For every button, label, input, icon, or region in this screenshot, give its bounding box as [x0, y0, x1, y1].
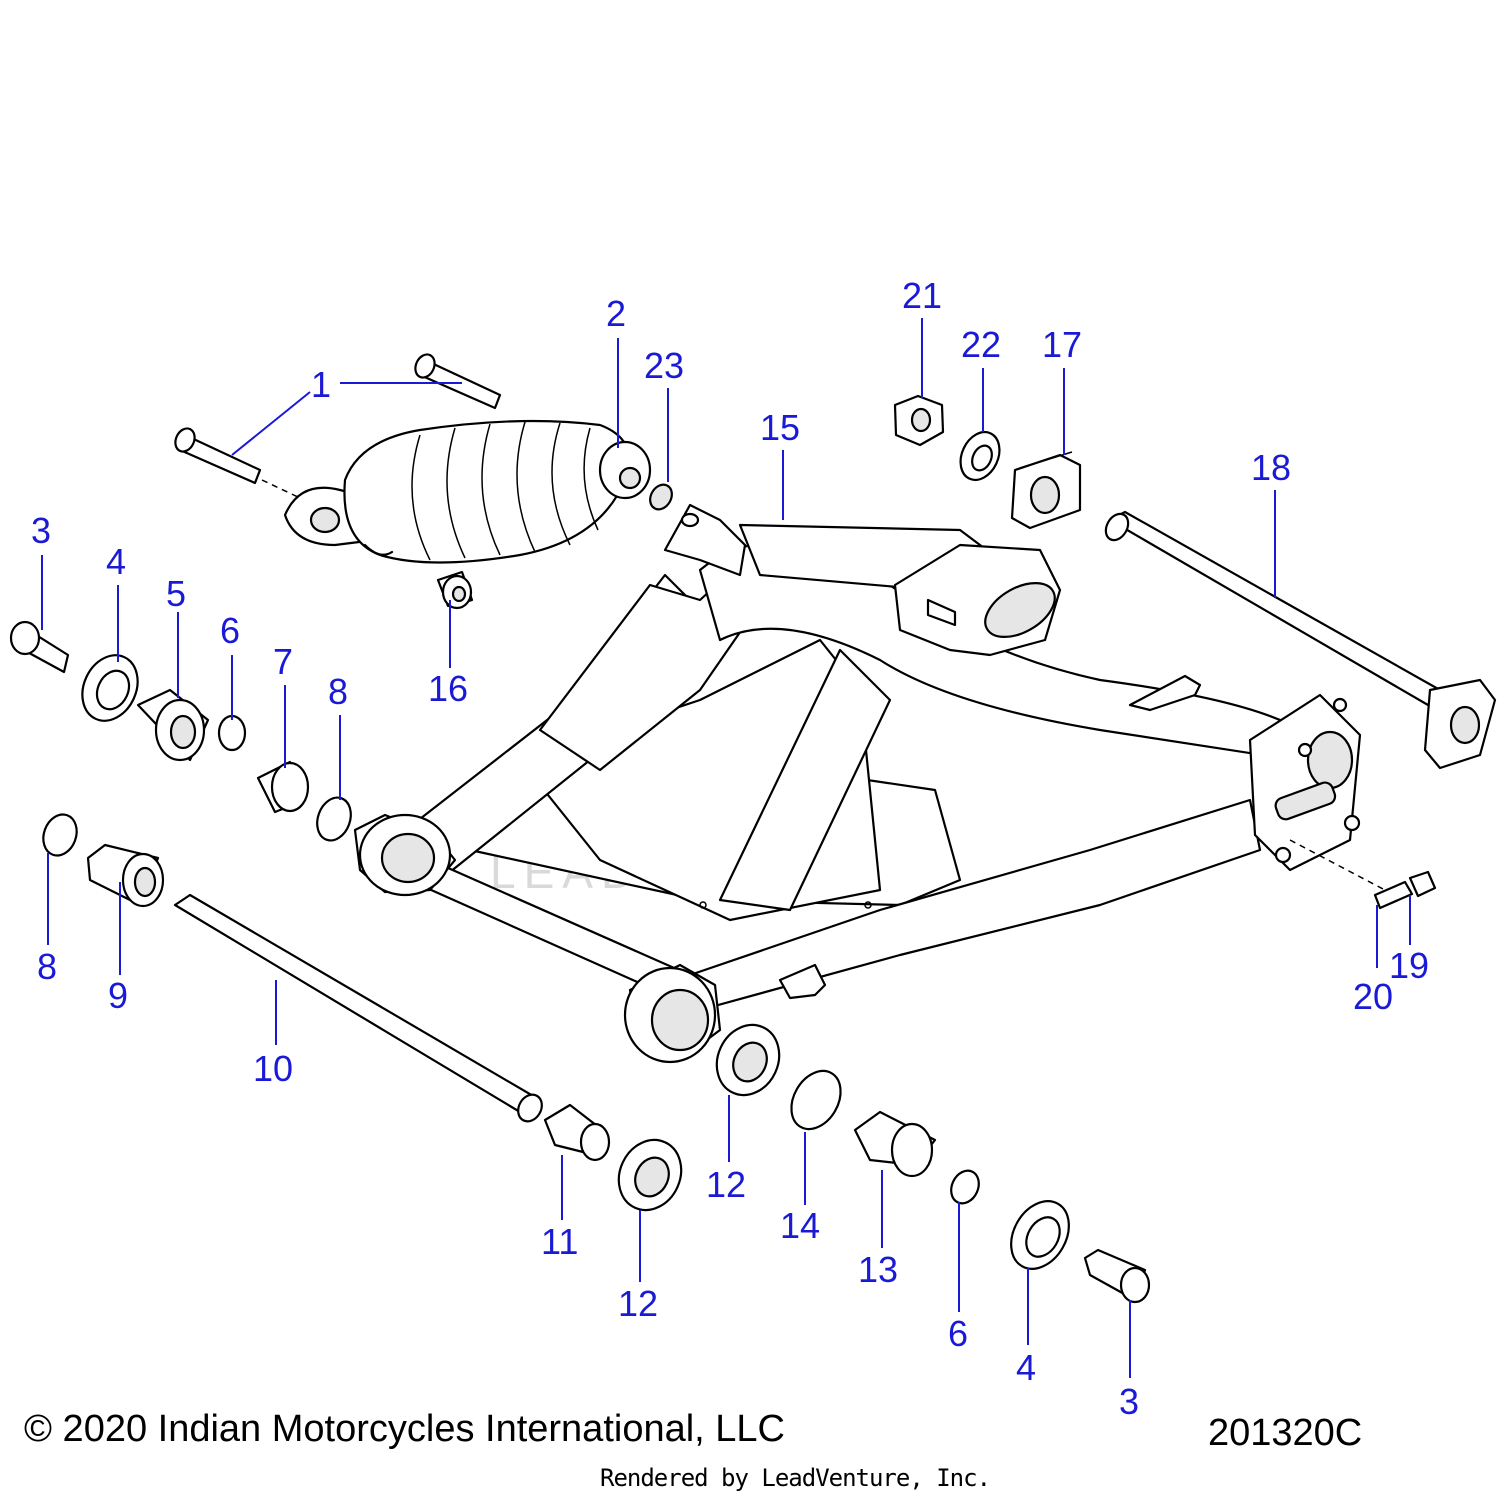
callout-3-top: 3 — [31, 510, 51, 551]
left-locknut-4-drawing — [81, 654, 139, 722]
left-washer-6-drawing — [217, 714, 247, 752]
callout-20: 20 — [1353, 976, 1393, 1017]
callout-16: 16 — [428, 668, 468, 709]
bearing-12-upper-drawing — [715, 1023, 781, 1097]
drawing-number: 201320C — [1208, 1412, 1363, 1454]
callout-1: 1 — [311, 364, 331, 405]
washer-23-drawing — [649, 483, 673, 511]
rear-axle-18-drawing — [1104, 510, 1497, 770]
callout-5: 5 — [166, 573, 186, 614]
bolt-19-20-drawing — [1289, 839, 1437, 910]
shock-bolt-lower-drawing — [174, 427, 301, 499]
nut-21-drawing — [893, 394, 945, 447]
rendered-by-credit: Rendered by LeadVenture, Inc. — [600, 1464, 991, 1492]
callout-6-top: 6 — [220, 610, 240, 651]
callout-15: 15 — [760, 407, 800, 448]
bolt-3-lower-drawing — [1083, 1248, 1151, 1304]
left-bolt-3-drawing — [9, 620, 70, 674]
callout-19: 19 — [1389, 945, 1429, 986]
callout-10: 10 — [253, 1048, 293, 1089]
callout-2: 2 — [606, 293, 626, 334]
callout-13: 13 — [858, 1249, 898, 1290]
washer-22-drawing — [959, 430, 1001, 482]
callout-11: 11 — [541, 1221, 578, 1262]
callout-8-bottom: 8 — [37, 946, 57, 987]
washer-6-lower-drawing — [950, 1169, 980, 1205]
callout-21: 21 — [902, 275, 942, 316]
callout-14: 14 — [780, 1205, 820, 1246]
callout-7: 7 — [273, 641, 293, 682]
pivot-shaft-10-drawing — [173, 893, 543, 1123]
callout-6-bottom: 6 — [948, 1313, 968, 1354]
callout-9: 9 — [108, 975, 128, 1016]
spacer-16-drawing — [436, 570, 474, 610]
swingarm-drawing — [353, 503, 1362, 1064]
axle-adjuster-17-drawing — [1010, 451, 1082, 530]
callout-23: 23 — [644, 345, 684, 386]
callout-4-top: 4 — [106, 541, 126, 582]
locknut-4-lower-drawing — [1010, 1200, 1070, 1270]
callout-3-bottom: 3 — [1119, 1381, 1139, 1422]
callout-22: 22 — [961, 324, 1001, 365]
copyright-notice: © 2020 Indian Motorcycles International,… — [24, 1408, 785, 1450]
callout-12-bottom: 12 — [618, 1283, 658, 1324]
spacer-9-drawing — [86, 843, 165, 908]
callout-8-top: 8 — [328, 671, 348, 712]
circlip-14-drawing — [790, 1069, 842, 1131]
sleeve-13-drawing — [853, 1110, 937, 1178]
callout-17: 17 — [1042, 324, 1082, 365]
callout-18: 18 — [1251, 447, 1291, 488]
bearing-12-lower-drawing — [617, 1138, 683, 1212]
leader-lines — [41, 318, 1411, 1378]
left-seal-8-drawing — [316, 796, 352, 842]
left-bearing-5-drawing — [136, 688, 210, 762]
left-bushing-7-drawing — [256, 760, 310, 814]
bushing-11-drawing — [543, 1103, 611, 1162]
shock-bolt-upper-drawing — [414, 353, 502, 410]
shock-absorber-drawing — [283, 419, 652, 564]
callout-12-top: 12 — [706, 1164, 746, 1205]
callout-labels: 1 2 23 15 21 22 17 18 3 4 5 6 7 8 16 8 9… — [31, 275, 1429, 1422]
callout-4-bottom: 4 — [1016, 1347, 1036, 1388]
seal-8-lower-drawing — [42, 813, 78, 857]
